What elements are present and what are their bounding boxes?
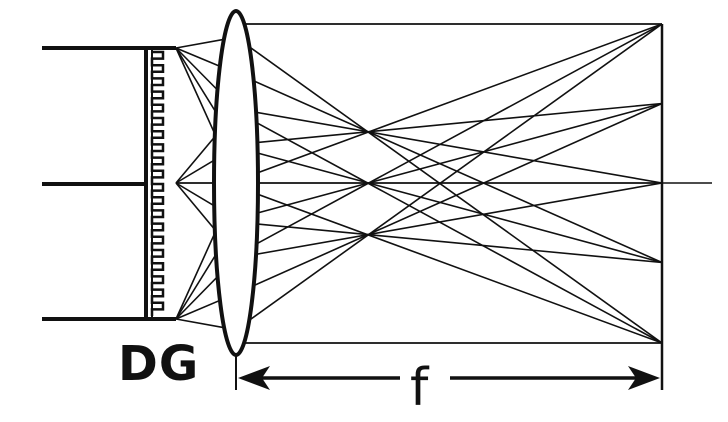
- grating-label: DG: [118, 336, 200, 392]
- ray-out-0-3: [235, 102, 663, 146]
- ray-out-2-4: [235, 23, 663, 331]
- ray-out-2-2: [235, 182, 663, 259]
- frame-lines: [176, 23, 712, 390]
- grating-teeth: [150, 50, 165, 316]
- ray-out-0-0: [235, 36, 663, 344]
- arrow-head-left: [238, 366, 270, 390]
- incident-beams: [42, 46, 148, 321]
- ray-out-2-0: [235, 185, 663, 344]
- diffraction-grating: [144, 46, 176, 321]
- ray-out-2-1: [235, 221, 663, 264]
- focal-length-arrow: [238, 366, 660, 390]
- convex-lens: [212, 9, 260, 357]
- ray-out-1-3: [235, 102, 663, 220]
- ray-out-2-3: [235, 102, 663, 295]
- ray-out-1-4: [235, 23, 663, 256]
- ray-out-1-0: [235, 110, 663, 344]
- ray-out-1-1: [235, 146, 663, 264]
- ray-out-0-1: [235, 72, 663, 264]
- arrow-head-right: [628, 366, 660, 390]
- ray-out-0-2: [235, 107, 663, 184]
- focal-length-label: f: [410, 358, 429, 418]
- rays-lens-to-focal-plane: [235, 23, 663, 344]
- ray-out-0-4: [235, 23, 663, 182]
